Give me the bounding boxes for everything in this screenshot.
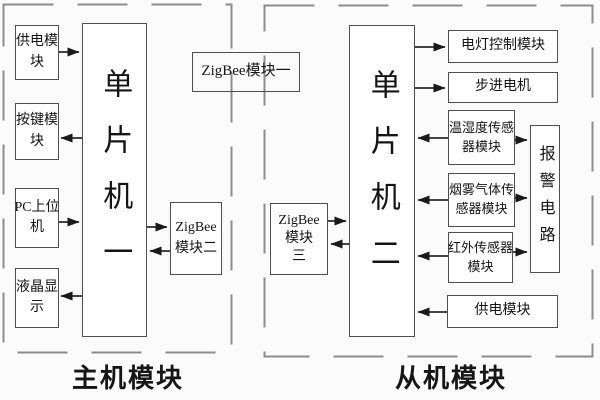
smoke-gas-sensor-label: 烟雾气体传 [449, 182, 515, 198]
infrared-sensor-label2: 模块 [467, 258, 494, 274]
stepper-motor-box: 步进电机 [448, 72, 558, 103]
lcd-display-box: 液晶显 示 [15, 268, 59, 328]
keypad-module-label2: 块 [30, 133, 44, 149]
alarm-circuit-box: 报警电路 [530, 125, 560, 273]
temp-humidity-sensor-label: 温湿度传感 [449, 119, 515, 135]
lcd-display-label: 液晶显 [16, 279, 58, 295]
pc-host-label: PC上位 [14, 199, 60, 215]
power-module-host-label2: 块 [30, 54, 44, 70]
host-group-label: 主机模块 [71, 364, 184, 393]
zigbee-module2-label2: 模块二 [175, 240, 217, 256]
lcd-display-label2: 示 [30, 300, 44, 315]
pc-host-label2: 机 [30, 220, 44, 235]
zigbee-module3-label2: 模块 [285, 230, 313, 246]
lamp-control-module-label: 电灯控制模块 [461, 38, 545, 54]
power-module-host-label: 供电模 [16, 34, 58, 50]
keypad-module-box: 按键模 块 [15, 103, 59, 160]
smoke-gas-sensor-box: 烟雾气体传 感器模块 [448, 173, 515, 227]
zigbee-module2-label: ZigBee [175, 220, 217, 236]
temp-humidity-sensor-box: 温湿度传感 器模块 [448, 110, 515, 165]
temp-humidity-sensor-label2: 器模块 [461, 138, 501, 154]
infrared-sensor-label: 红外传感器 [448, 239, 514, 255]
power-module-host-box: 供电模 块 [15, 25, 59, 80]
zigbee-module3-label3: 三 [292, 249, 306, 265]
zigbee-module3-label: ZigBee [278, 212, 320, 228]
pc-host-box: PC上位 机 [14, 188, 60, 248]
zigbee-module1-label: ZigBee模块一 [201, 63, 291, 80]
power-module-slave-label: 供电模块 [474, 303, 531, 319]
host-group-border [2, 3, 233, 354]
lamp-control-module-box: 电灯控制模块 [448, 30, 558, 63]
zigbee-module3-box: ZigBee 模块 三 [270, 203, 328, 275]
mcu2-box: 单片机二 [349, 25, 415, 337]
keypad-module-label: 按键模 [16, 113, 58, 129]
infrared-sensor-box: 红外传感器 模块 [448, 232, 513, 283]
zigbee-module2-box: ZigBee 模块二 [170, 202, 222, 275]
power-module-slave-box: 供电模块 [447, 295, 558, 328]
mcu2-label: 单片机二 [365, 69, 399, 293]
mcu1-label: 单片机一 [98, 68, 132, 292]
smoke-gas-sensor-label2: 感器模块 [455, 201, 508, 216]
zigbee-module1-box: ZigBee模块一 [192, 52, 300, 92]
alarm-circuit-label: 报警电路 [536, 145, 554, 253]
mcu1-box: 单片机一 [82, 23, 147, 337]
slave-group-label: 从机模块 [394, 364, 507, 393]
stepper-motor-label: 步进电机 [475, 79, 531, 95]
slave-group-border [263, 4, 594, 358]
